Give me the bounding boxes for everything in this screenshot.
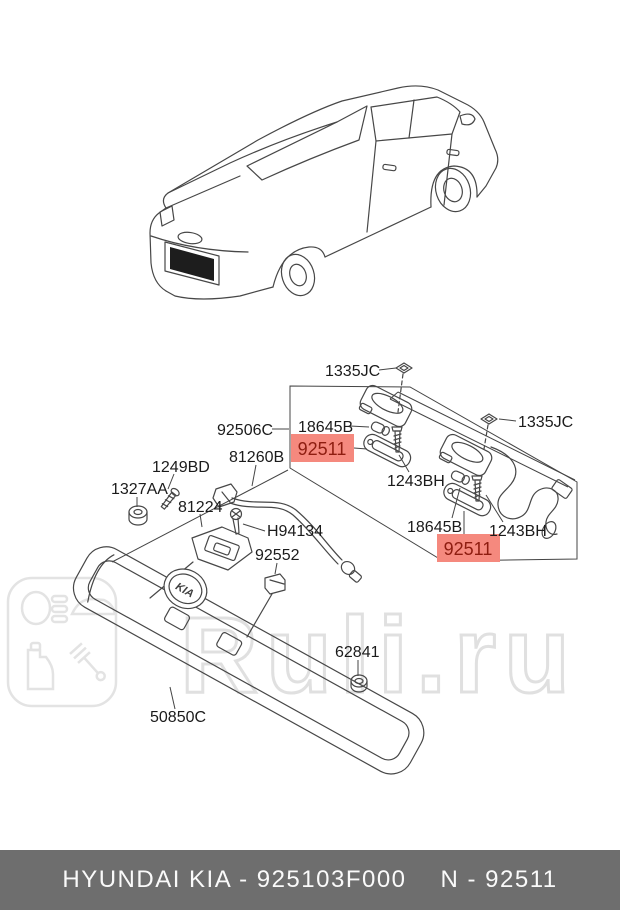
car-illustration xyxy=(149,85,499,300)
footer-note: N - 92511 xyxy=(440,866,558,893)
leader-lines xyxy=(136,367,517,710)
wiring-harness xyxy=(490,446,573,539)
label-18645b-1: 18645B xyxy=(298,419,353,436)
parts-diagram-figure: Ruli.ru xyxy=(6,85,578,775)
grommet-62841 xyxy=(350,674,368,693)
shock-absorber-icon xyxy=(69,642,106,682)
label-1335jc-2: 1335JC xyxy=(518,414,573,431)
clip-1335jc-2 xyxy=(480,413,498,450)
label-92511-1: 92511 xyxy=(298,439,347,459)
label-1243bh-2: 1243BH xyxy=(489,523,547,540)
watermark-logo xyxy=(6,576,118,708)
kia-emblem: KIA xyxy=(163,568,208,610)
label-1335jc-1: 1335JC xyxy=(325,363,380,380)
screw-h94134 xyxy=(229,507,243,535)
lens-92511-icon xyxy=(363,433,412,468)
screw-1249bd xyxy=(160,487,180,510)
label-92511-2: 92511 xyxy=(444,539,493,559)
parts-detail-box xyxy=(289,385,578,562)
trim-garnish-50850c: KIA xyxy=(72,546,425,775)
highlight-92511-1 xyxy=(291,434,354,462)
footer-brand-part: HYUNDAI KIA - 925103F000 xyxy=(62,866,407,893)
nut-1327aa xyxy=(128,505,148,526)
footer-bar: HYUNDAI KIA - 925103F000 N - 92511 xyxy=(0,850,620,910)
label-92552: 92552 xyxy=(255,547,300,564)
license-plate xyxy=(170,247,214,281)
label-18645b-2: 18645B xyxy=(407,519,462,536)
label-1243bh-1: 1243BH xyxy=(387,473,445,490)
label-1249bd: 1249BD xyxy=(152,459,210,476)
label-92506c: 92506C xyxy=(217,422,273,439)
label-81260b: 81260B xyxy=(229,449,284,466)
lamp-unit-1 xyxy=(358,384,413,468)
label-62841: 62841 xyxy=(335,644,380,661)
label-50850c: 50850C xyxy=(150,709,206,726)
trunk-release-cable-81260b xyxy=(212,483,362,583)
label-h94134: H94134 xyxy=(267,523,323,540)
bulb-18645b-icon xyxy=(370,421,390,436)
clip-1335jc-1 xyxy=(395,362,413,413)
label-81224: 81224 xyxy=(178,499,223,516)
label-1327aa: 1327AA xyxy=(111,481,168,498)
sensor-92552 xyxy=(246,573,286,638)
highlight-92511-2 xyxy=(437,534,500,562)
lamp-unit-2 xyxy=(436,431,495,520)
